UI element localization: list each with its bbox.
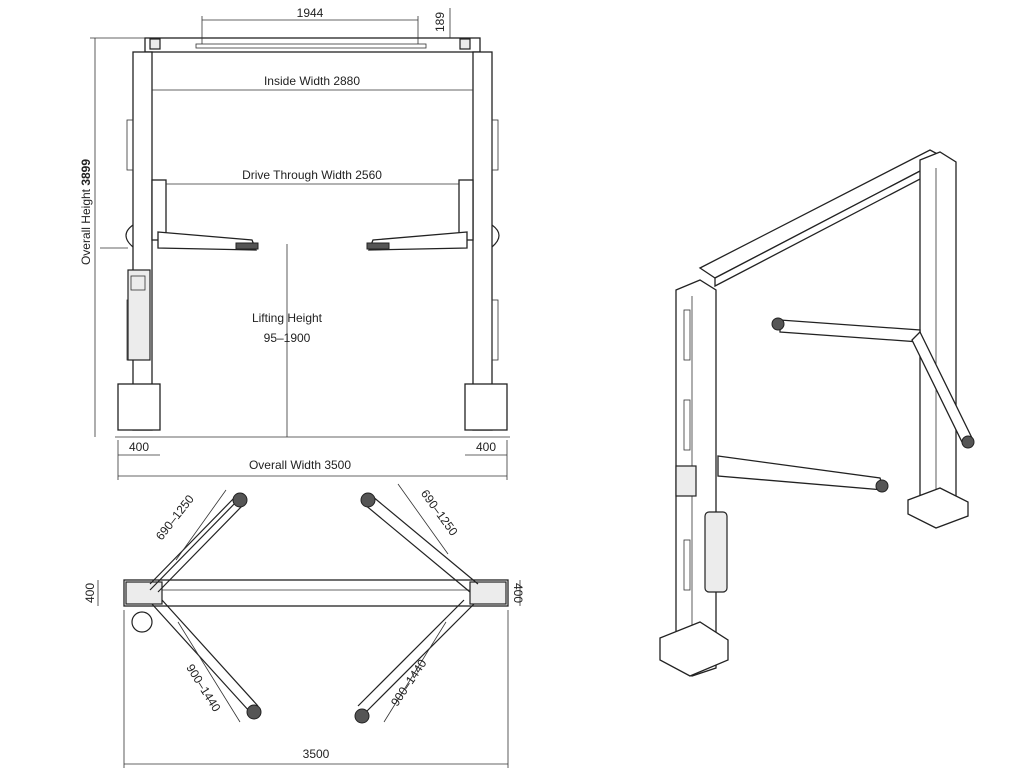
dim-drive-through: Drive Through Width 2560 (242, 168, 382, 182)
overall-height-label: Overall Height (79, 186, 93, 265)
dim-inside-width: Inside Width 2880 (264, 74, 360, 88)
dim-lifting-height-label: Lifting Height (252, 311, 323, 325)
right-arm (368, 231, 468, 251)
dim-arm-upper-left: 690–1250 (153, 492, 197, 543)
iso-back-column (919, 151, 957, 519)
isometric-view (659, 149, 975, 677)
dim-overall-height: Overall Height 3899 (79, 159, 93, 265)
front-view: 1944 189 Inside Width 2880 Drive Through… (79, 6, 510, 480)
left-column (132, 51, 153, 431)
top-view-beam (123, 579, 509, 607)
dim-depth-left: 400 (83, 583, 97, 603)
dim-arm-lower-right: 900–1440 (388, 656, 430, 708)
top-view: 690–1250 690–1250 900–1440 900–1440 400 … (83, 483, 525, 768)
iso-power-unit (704, 511, 728, 593)
dim-top-width: 3500 (303, 747, 330, 761)
iso-overhead-beam (698, 149, 947, 279)
dim-base-right: 400 (476, 440, 496, 454)
iso-arm-front (717, 455, 885, 491)
dim-depth-right: 400 (511, 583, 525, 603)
dim-lifting-height-value: 95–1900 (264, 331, 311, 345)
dim-top-span: 1944 (297, 6, 324, 20)
overall-height-value: 3899 (79, 159, 93, 186)
top-beam (144, 37, 481, 53)
dim-overall-width: Overall Width 3500 (249, 458, 351, 472)
dim-top-height: 189 (433, 12, 447, 32)
iso-arm-back-left (779, 319, 921, 343)
dim-base-left: 400 (129, 440, 149, 454)
power-unit (127, 269, 151, 361)
left-arm (157, 231, 257, 251)
dim-arm-upper-right: 690–1250 (418, 487, 461, 539)
right-column (472, 51, 493, 431)
dim-arm-lower-left: 900–1440 (183, 662, 223, 715)
